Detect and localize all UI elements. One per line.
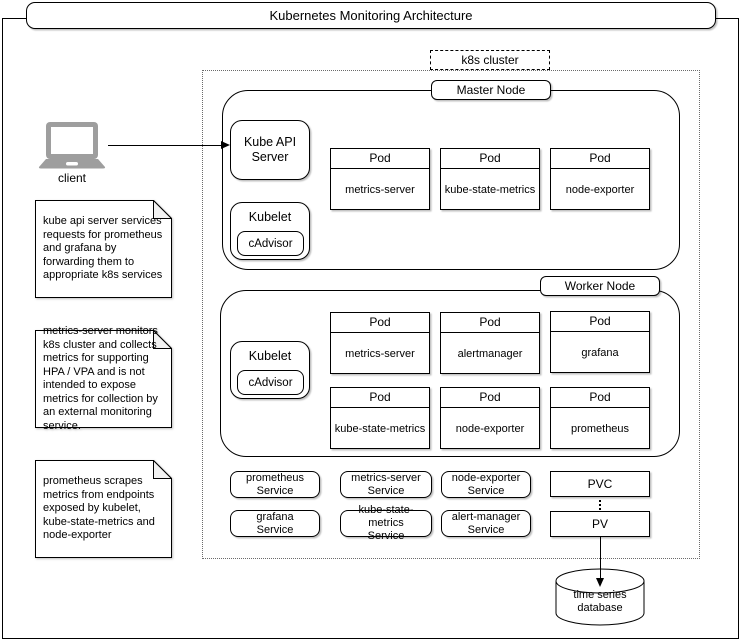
master-cadvisor-node: cAdvisor [237, 231, 304, 256]
pod-master-kube-state-metrics: Pod kube-state-metrics [440, 148, 540, 210]
cadvisor-label: cAdvisor [248, 376, 293, 389]
pvc-label: PVC [587, 477, 613, 491]
note-text: metrics-server monitors k8s cluster and … [43, 325, 158, 432]
service-grafana: grafana Service [230, 510, 320, 537]
pod-master-metrics-server: Pod metrics-server [330, 148, 430, 210]
pvc-pv-connector [599, 500, 601, 510]
service-label: grafana Service [256, 510, 294, 536]
master-kubelet-node: Kubelet cAdvisor [230, 202, 310, 260]
k8s-cluster-region [202, 70, 700, 559]
client-to-api-arrow-line [108, 145, 222, 146]
pod-header: Pod [441, 313, 539, 333]
k8s-cluster-label: k8s cluster [430, 50, 550, 70]
pod-header: Pod [551, 312, 649, 332]
client-label: client [26, 171, 118, 185]
worker-node-label: Worker Node [540, 276, 660, 296]
service-label: prometheus Service [245, 471, 305, 497]
k8s-cluster-label-text: k8s cluster [461, 53, 519, 67]
service-label: kube-state-metrics Service [358, 504, 414, 542]
pod-name: alertmanager [457, 347, 523, 360]
pod-worker-node-exporter: Pod node-exporter [440, 387, 540, 449]
note-text: kube api server services requests for pr… [43, 215, 163, 282]
note-text: prometheus scrapes metrics from endpoint… [43, 475, 155, 542]
worker-cadvisor-node: cAdvisor [237, 370, 304, 395]
service-label: metrics-server Service [351, 471, 421, 497]
kubelet-label: Kubelet [248, 210, 292, 224]
service-kube-state-metrics: kube-state-metrics Service [340, 504, 432, 542]
service-label: node-exporter Service [451, 471, 521, 497]
note-prometheus: prometheus scrapes metrics from endpoint… [35, 460, 172, 558]
pod-header: Pod [331, 149, 429, 169]
pod-header: Pod [441, 149, 539, 169]
pod-worker-grafana: Pod grafana [550, 311, 650, 373]
kube-api-server-label: Kube API Server [243, 135, 297, 164]
database-label-text: time series database [573, 589, 627, 614]
pod-name: metrics-server [345, 183, 415, 196]
service-metrics-server: metrics-server Service [340, 471, 432, 498]
pod-name: kube-state-metrics [444, 183, 536, 196]
service-node-exporter: node-exporter Service [441, 471, 531, 498]
laptop-icon [36, 121, 108, 169]
pod-worker-kube-state-metrics: Pod kube-state-metrics [330, 387, 430, 449]
cadvisor-label: cAdvisor [248, 237, 293, 250]
pv-to-database-arrowhead [596, 578, 604, 587]
pod-name: prometheus [570, 422, 630, 435]
note-metrics-server: metrics-server monitors k8s cluster and … [35, 325, 172, 432]
pod-header: Pod [441, 388, 539, 408]
note-kube-api-server: kube api server services requests for pr… [35, 200, 172, 298]
diagram-title-label: Kubernetes Monitoring Architecture [269, 8, 473, 23]
pod-worker-alertmanager: Pod alertmanager [440, 312, 540, 374]
database-label: time series database [555, 588, 645, 616]
pod-header: Pod [551, 388, 649, 408]
kubelet-label: Kubelet [248, 349, 292, 363]
client-to-api-arrowhead [221, 141, 230, 149]
service-prometheus: prometheus Service [230, 471, 320, 498]
service-alert-manager: alert-manager Service [441, 510, 531, 537]
pv-to-database-arrow-line [600, 537, 601, 579]
pod-worker-metrics-server: Pod metrics-server [330, 312, 430, 374]
worker-kubelet-node: Kubelet cAdvisor [230, 341, 310, 399]
master-node-label-text: Master Node [456, 83, 526, 97]
kube-api-server-node: Kube API Server [230, 120, 310, 180]
pvc-node: PVC [550, 471, 650, 497]
pod-name: kube-state-metrics [334, 422, 426, 435]
pod-header: Pod [551, 149, 649, 169]
pv-label: PV [591, 517, 608, 531]
worker-node-label-text: Worker Node [564, 279, 636, 293]
pod-name: grafana [581, 346, 619, 359]
pod-name: node-exporter [455, 422, 525, 435]
pod-master-node-exporter: Pod node-exporter [550, 148, 650, 210]
pod-name: node-exporter [565, 183, 635, 196]
pod-header: Pod [331, 313, 429, 333]
pv-node: PV [550, 511, 650, 537]
pod-header: Pod [331, 388, 429, 408]
service-label: alert-manager Service [451, 510, 521, 536]
pod-worker-prometheus: Pod prometheus [550, 387, 650, 449]
master-node-label: Master Node [431, 80, 551, 100]
diagram-title: Kubernetes Monitoring Architecture [26, 2, 716, 29]
pod-name: metrics-server [345, 347, 415, 360]
client-label-text: client [57, 171, 86, 185]
